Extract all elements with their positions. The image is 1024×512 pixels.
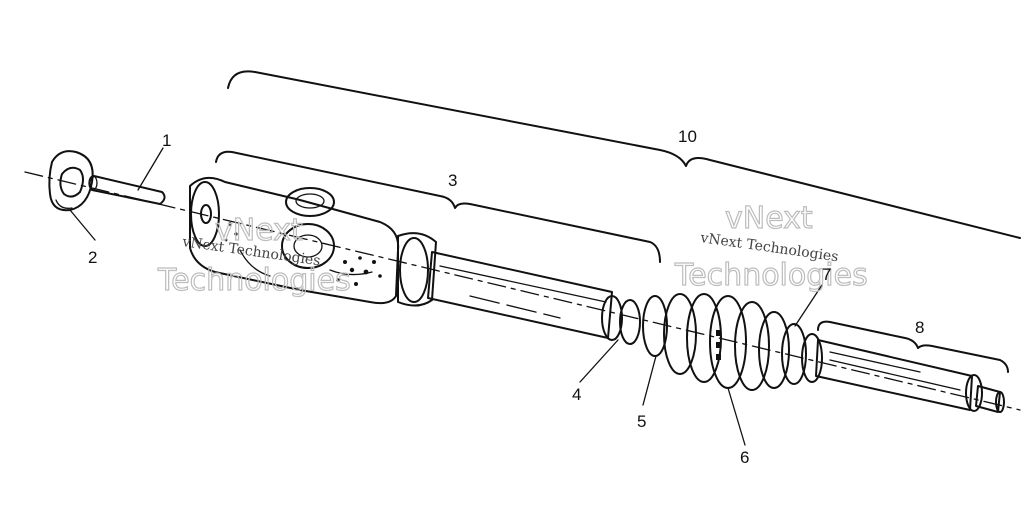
u-joint-yoke	[189, 176, 437, 307]
watermark-left: vNext Technologies vNext Technologies	[156, 212, 351, 298]
leader-5	[642, 355, 657, 406]
part-4-snap-ring	[601, 295, 641, 345]
bracket-8	[817, 320, 1009, 373]
callout-1: 1	[162, 131, 171, 150]
callout-7: 7	[822, 265, 831, 284]
part-7-outer-clamp	[801, 333, 823, 383]
leader-4	[579, 339, 619, 383]
callout-8: 8	[915, 318, 924, 337]
callout-2: 2	[88, 248, 97, 267]
leader-1	[137, 147, 164, 191]
svg-text:vNext: vNext	[215, 213, 303, 248]
bracket-10	[227, 70, 1021, 239]
leader-lines	[69, 147, 823, 446]
svg-text:Technologies: Technologies	[157, 263, 351, 298]
callout-10: 10	[678, 127, 697, 146]
leader-7	[794, 284, 823, 327]
part-1-pin	[88, 175, 166, 205]
part-8-stub-shaft	[815, 339, 1005, 413]
bracket-3	[215, 150, 661, 263]
part-2-retaining-ring	[48, 150, 94, 212]
callout-6: 6	[740, 448, 749, 467]
cv-boot	[663, 293, 807, 391]
callout-5: 5	[637, 412, 646, 431]
callout-3: 3	[448, 171, 457, 190]
leader-2	[69, 209, 96, 241]
svg-text:vNext: vNext	[725, 201, 813, 236]
leader-6	[727, 387, 746, 446]
svg-text:Technologies: Technologies	[674, 258, 868, 293]
part-5-boot-clamp	[642, 295, 668, 357]
callout-4: 4	[572, 385, 581, 404]
part-6-clamp	[716, 330, 721, 360]
watermark-right: vNext Technologies vNext Technologies	[673, 200, 868, 293]
shaft	[427, 251, 613, 339]
